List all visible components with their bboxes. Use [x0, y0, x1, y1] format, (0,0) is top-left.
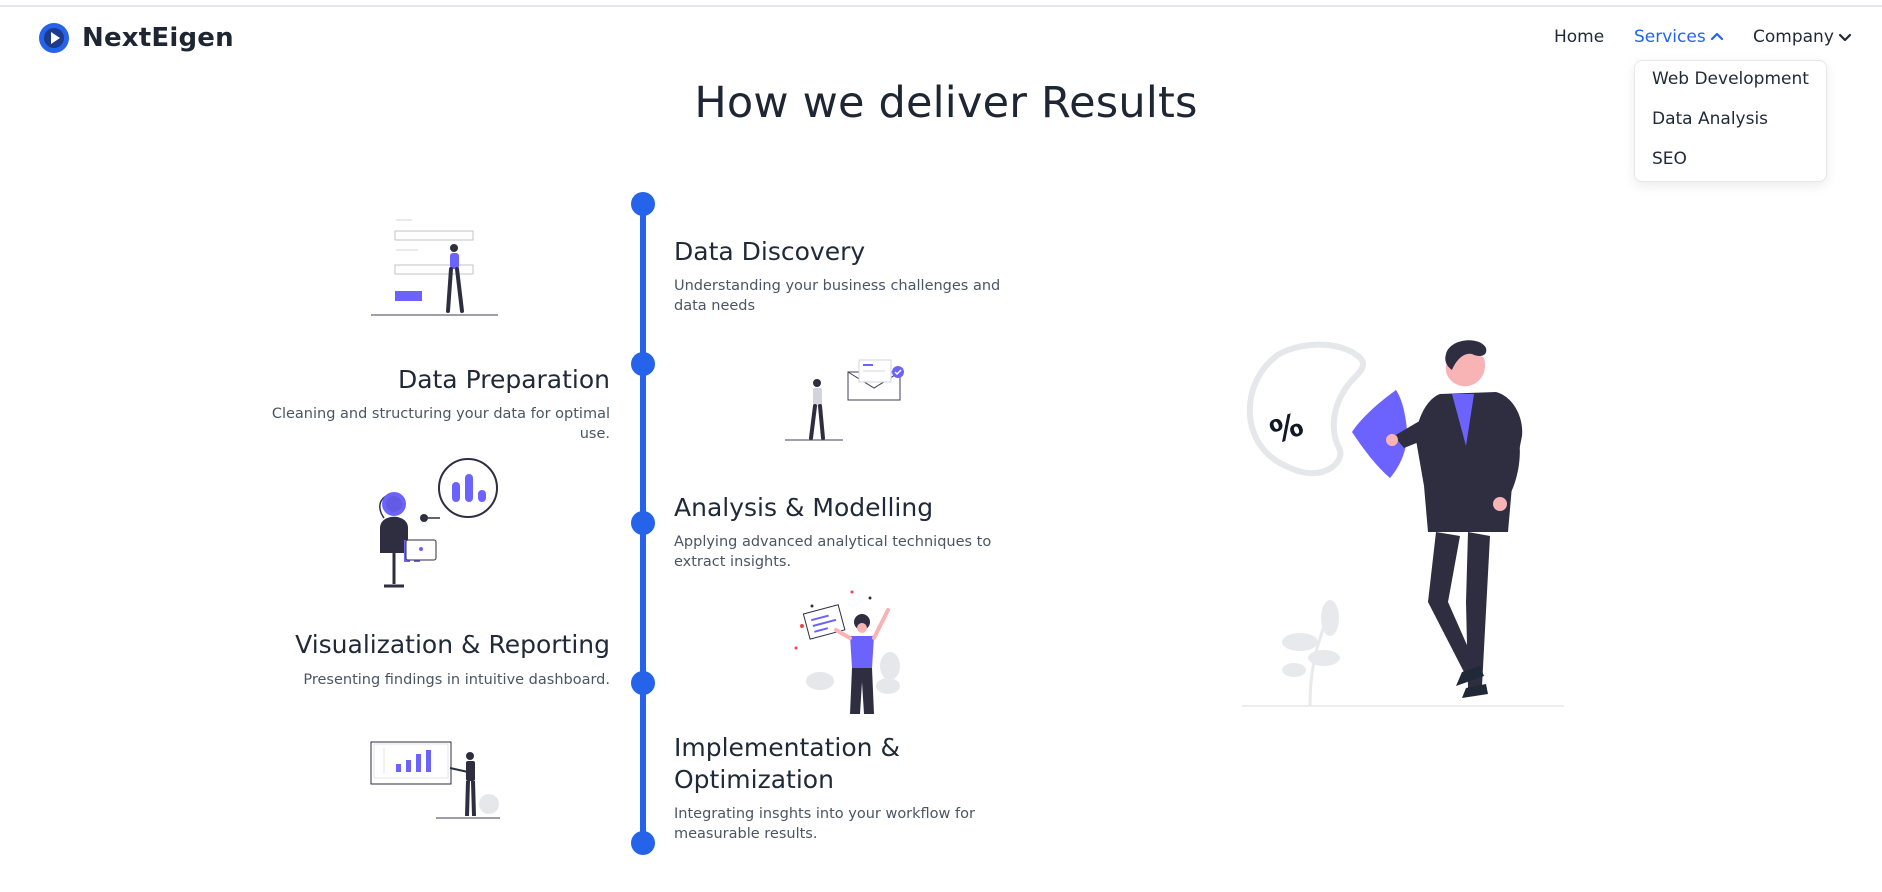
nav-company[interactable]: Company [1753, 27, 1852, 47]
businessman-percent-pie-illustration: % [1242, 340, 1564, 707]
presenter-barchart-illustration [370, 741, 500, 819]
step-description: Cleaning and structuring your data for o… [271, 406, 610, 442]
nav-home[interactable]: Home [1554, 27, 1604, 47]
step-title: Data Preparation [397, 365, 610, 394]
envelope-person-illustration [785, 359, 904, 441]
play-logo-icon [39, 23, 69, 53]
step-title: Implementation & Optimization [674, 732, 900, 796]
dropdown-item-seo[interactable]: SEO [1652, 149, 1687, 169]
step-description: Integrating insghts into your workflow f… [674, 806, 975, 842]
nav-home-label: Home [1554, 27, 1605, 47]
dropdown-item-web-development[interactable]: Web Development [1652, 69, 1809, 89]
nav-services-label: Services [1634, 27, 1706, 47]
step-description: Understanding your business challenges a… [674, 278, 1001, 314]
timeline-dot [631, 192, 655, 216]
analyst-chart-bubble-illustration [379, 458, 498, 588]
form-person-illustration [371, 219, 498, 316]
brand-name: NextEigen [82, 23, 234, 53]
brand[interactable]: NextEigen [38, 22, 234, 54]
step-title: Analysis & Modelling [674, 493, 934, 522]
celebrating-woman-illustration [794, 590, 900, 714]
step-title-line: Optimization [674, 765, 834, 794]
services-dropdown: Web Development Data Analysis SEO [1634, 60, 1827, 182]
nav-services[interactable]: Services [1634, 27, 1724, 47]
step-description: Applying advanced analytical techniques … [674, 534, 992, 570]
timeline-dot [631, 671, 655, 695]
step-description: Presenting findings in intuitive dashboa… [303, 672, 610, 688]
timeline-dot [631, 831, 655, 855]
dropdown-item-data-analysis[interactable]: Data Analysis [1652, 109, 1769, 129]
top-border [0, 5, 1882, 7]
step-title-line: Implementation & [674, 733, 900, 762]
chevron-up-icon [1710, 32, 1723, 41]
page-title: How we deliver Results [694, 78, 1198, 128]
timeline-dot [631, 352, 655, 376]
step-title: Visualization & Reporting [295, 630, 610, 659]
chevron-down-icon [1838, 33, 1851, 42]
step-title: Data Discovery [674, 237, 866, 266]
timeline-dot [631, 511, 655, 535]
nav-company-label: Company [1753, 27, 1834, 47]
